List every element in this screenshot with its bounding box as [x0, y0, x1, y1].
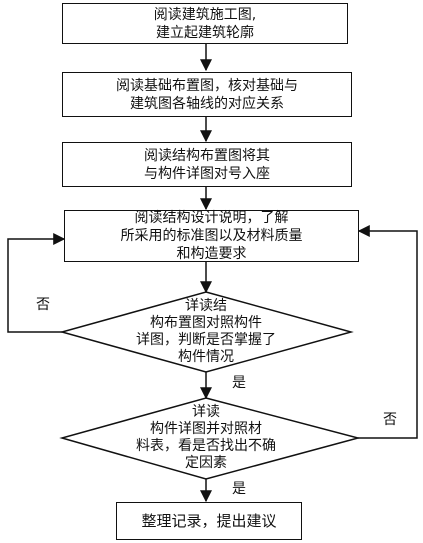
decision2-line-1: 详读: [192, 404, 220, 420]
decision2-line-2: 构件详图并对照材: [150, 421, 262, 437]
step3-line-2: 与构件详图对号入座: [144, 165, 270, 182]
decision1-line-3: 详图，判断是否掌握了: [136, 332, 276, 348]
decision2-line-3: 料表，看是否找出不确: [136, 438, 276, 454]
step4-line-3: 和构造要求: [176, 246, 247, 262]
step3-read-structural-layout: 阅读结构布置图将其 与构件详图对号入座: [62, 142, 352, 187]
step4-read-design-notes: 阅读结构设计说明，了解 所采用的标准图以及材料质量 和构造要求: [64, 210, 359, 262]
final-line-1: 整理记录，提出建议: [141, 512, 277, 530]
step4-line-2: 所采用的标准图以及材料质量: [120, 228, 303, 244]
decision1-diamond: [59, 291, 354, 373]
step1-line-2: 建立起建筑轮廓: [156, 24, 254, 41]
final-summary-box: 整理记录，提出建议: [116, 502, 302, 540]
step2-line-1: 阅读基础布置图，核对基础与: [116, 77, 298, 94]
step1-read-architectural-drawings: 阅读建筑施工图, 建立起建筑轮廓: [62, 3, 348, 44]
decision1-line-2: 构布置图对照构件: [150, 315, 262, 331]
decision2-yes-label: 是: [232, 481, 246, 497]
step3-line-1: 阅读结构布置图将其: [144, 147, 270, 164]
decision1-line-1: 详读结: [185, 298, 227, 314]
decision1-yes-label: 是: [232, 375, 246, 391]
decision2-diamond: [59, 397, 361, 480]
step4-line-1: 阅读结构设计说明，了解: [134, 210, 289, 226]
decision2-line-4: 定因素: [185, 455, 227, 471]
decision1-line-4: 构件情况: [178, 349, 234, 365]
step2-line-2: 建筑图各轴线的对应关系: [130, 95, 284, 112]
decision1-text: 详读结 构布置图对照构件 详图，判断是否掌握了 构件情况: [100, 296, 312, 368]
step2-read-foundation-plan: 阅读基础布置图，核对基础与 建筑图各轴线的对应关系: [62, 72, 352, 117]
arrow-decision1-no-loop: [7, 233, 66, 333]
arrow-decision2-no-loop: [357, 225, 418, 439]
decision2-no-label: 否: [383, 412, 397, 428]
step1-line-1: 阅读建筑施工图,: [153, 6, 257, 23]
decision2-text: 详读 构件详图并对照材 料表，看是否找出不确 定因素: [100, 402, 312, 474]
decision1-no-label: 否: [36, 297, 50, 313]
